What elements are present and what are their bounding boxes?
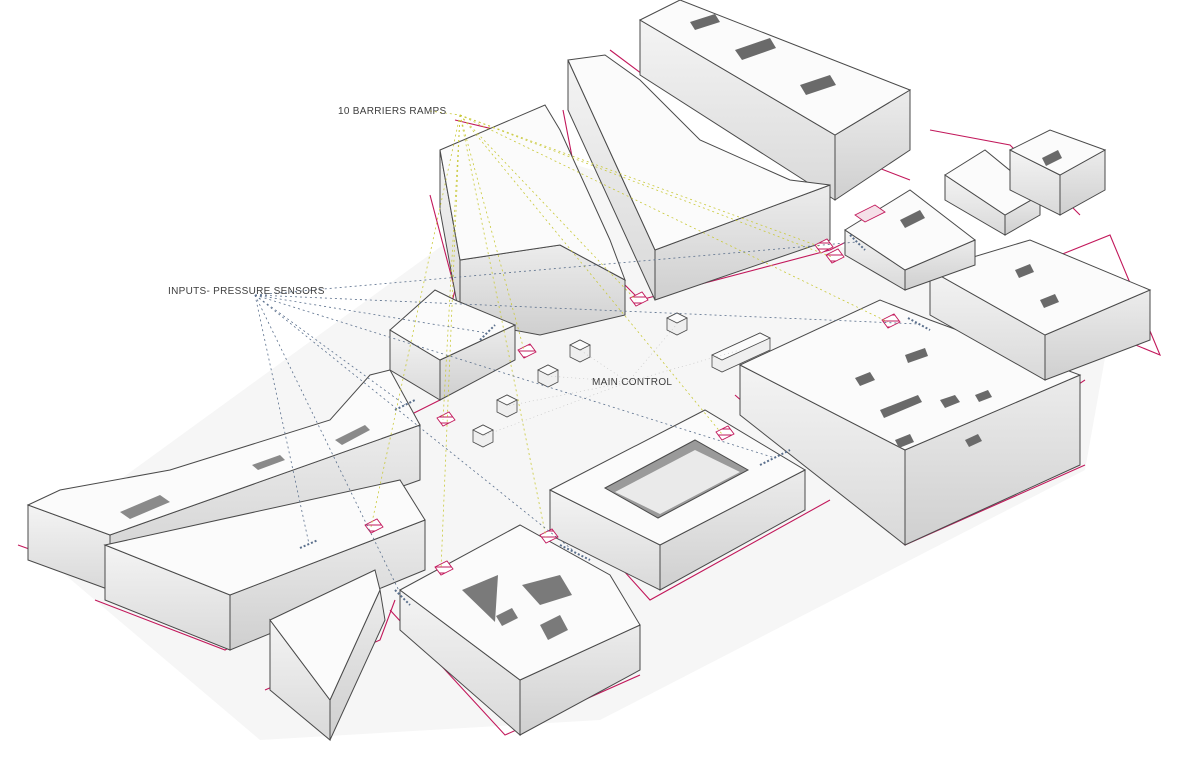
barrier-ramp-9 [814,238,834,254]
car-icon [854,204,886,223]
barrier-ramp-6 [715,425,735,441]
box-1 [569,339,591,363]
building-north-central [567,54,831,301]
pressure-sensors-label: INPUTS- PRESSURE SENSORS [168,286,325,297]
barrier-ramps [364,238,901,576]
building-northwest-tower [439,104,626,336]
barriers-ramps-label: 10 BARRIERS RAMPS [338,106,446,117]
box-4 [472,424,494,448]
building-wedge [269,569,386,742]
barrier-ramp-8 [825,248,845,264]
building-west-small [389,289,517,401]
building-courtyard-block [548,409,807,591]
building-east-bar [928,239,1152,381]
barrier-ramp-7 [881,313,901,329]
barrier-ramp-10 [629,291,649,307]
box-6 [711,332,771,373]
box-5 [666,312,688,336]
control-leader-lines [482,323,741,437]
barrier-leader-lines [370,110,889,570]
barrier-ramp-5 [539,528,559,544]
control-boxes [472,312,771,448]
barrier-ramp-1 [517,343,537,359]
building-north-slab [638,0,912,201]
building-east-large [738,299,1082,547]
pressure-sensor-strips [299,234,931,606]
barrier-ramp-4 [434,560,454,576]
main-control-label: MAIN CONTROL [592,377,672,388]
barrier-ramp-2 [436,411,456,427]
box-3 [496,394,518,418]
building-south-courtyard [399,524,641,737]
sensor-leader-lines [254,241,920,598]
